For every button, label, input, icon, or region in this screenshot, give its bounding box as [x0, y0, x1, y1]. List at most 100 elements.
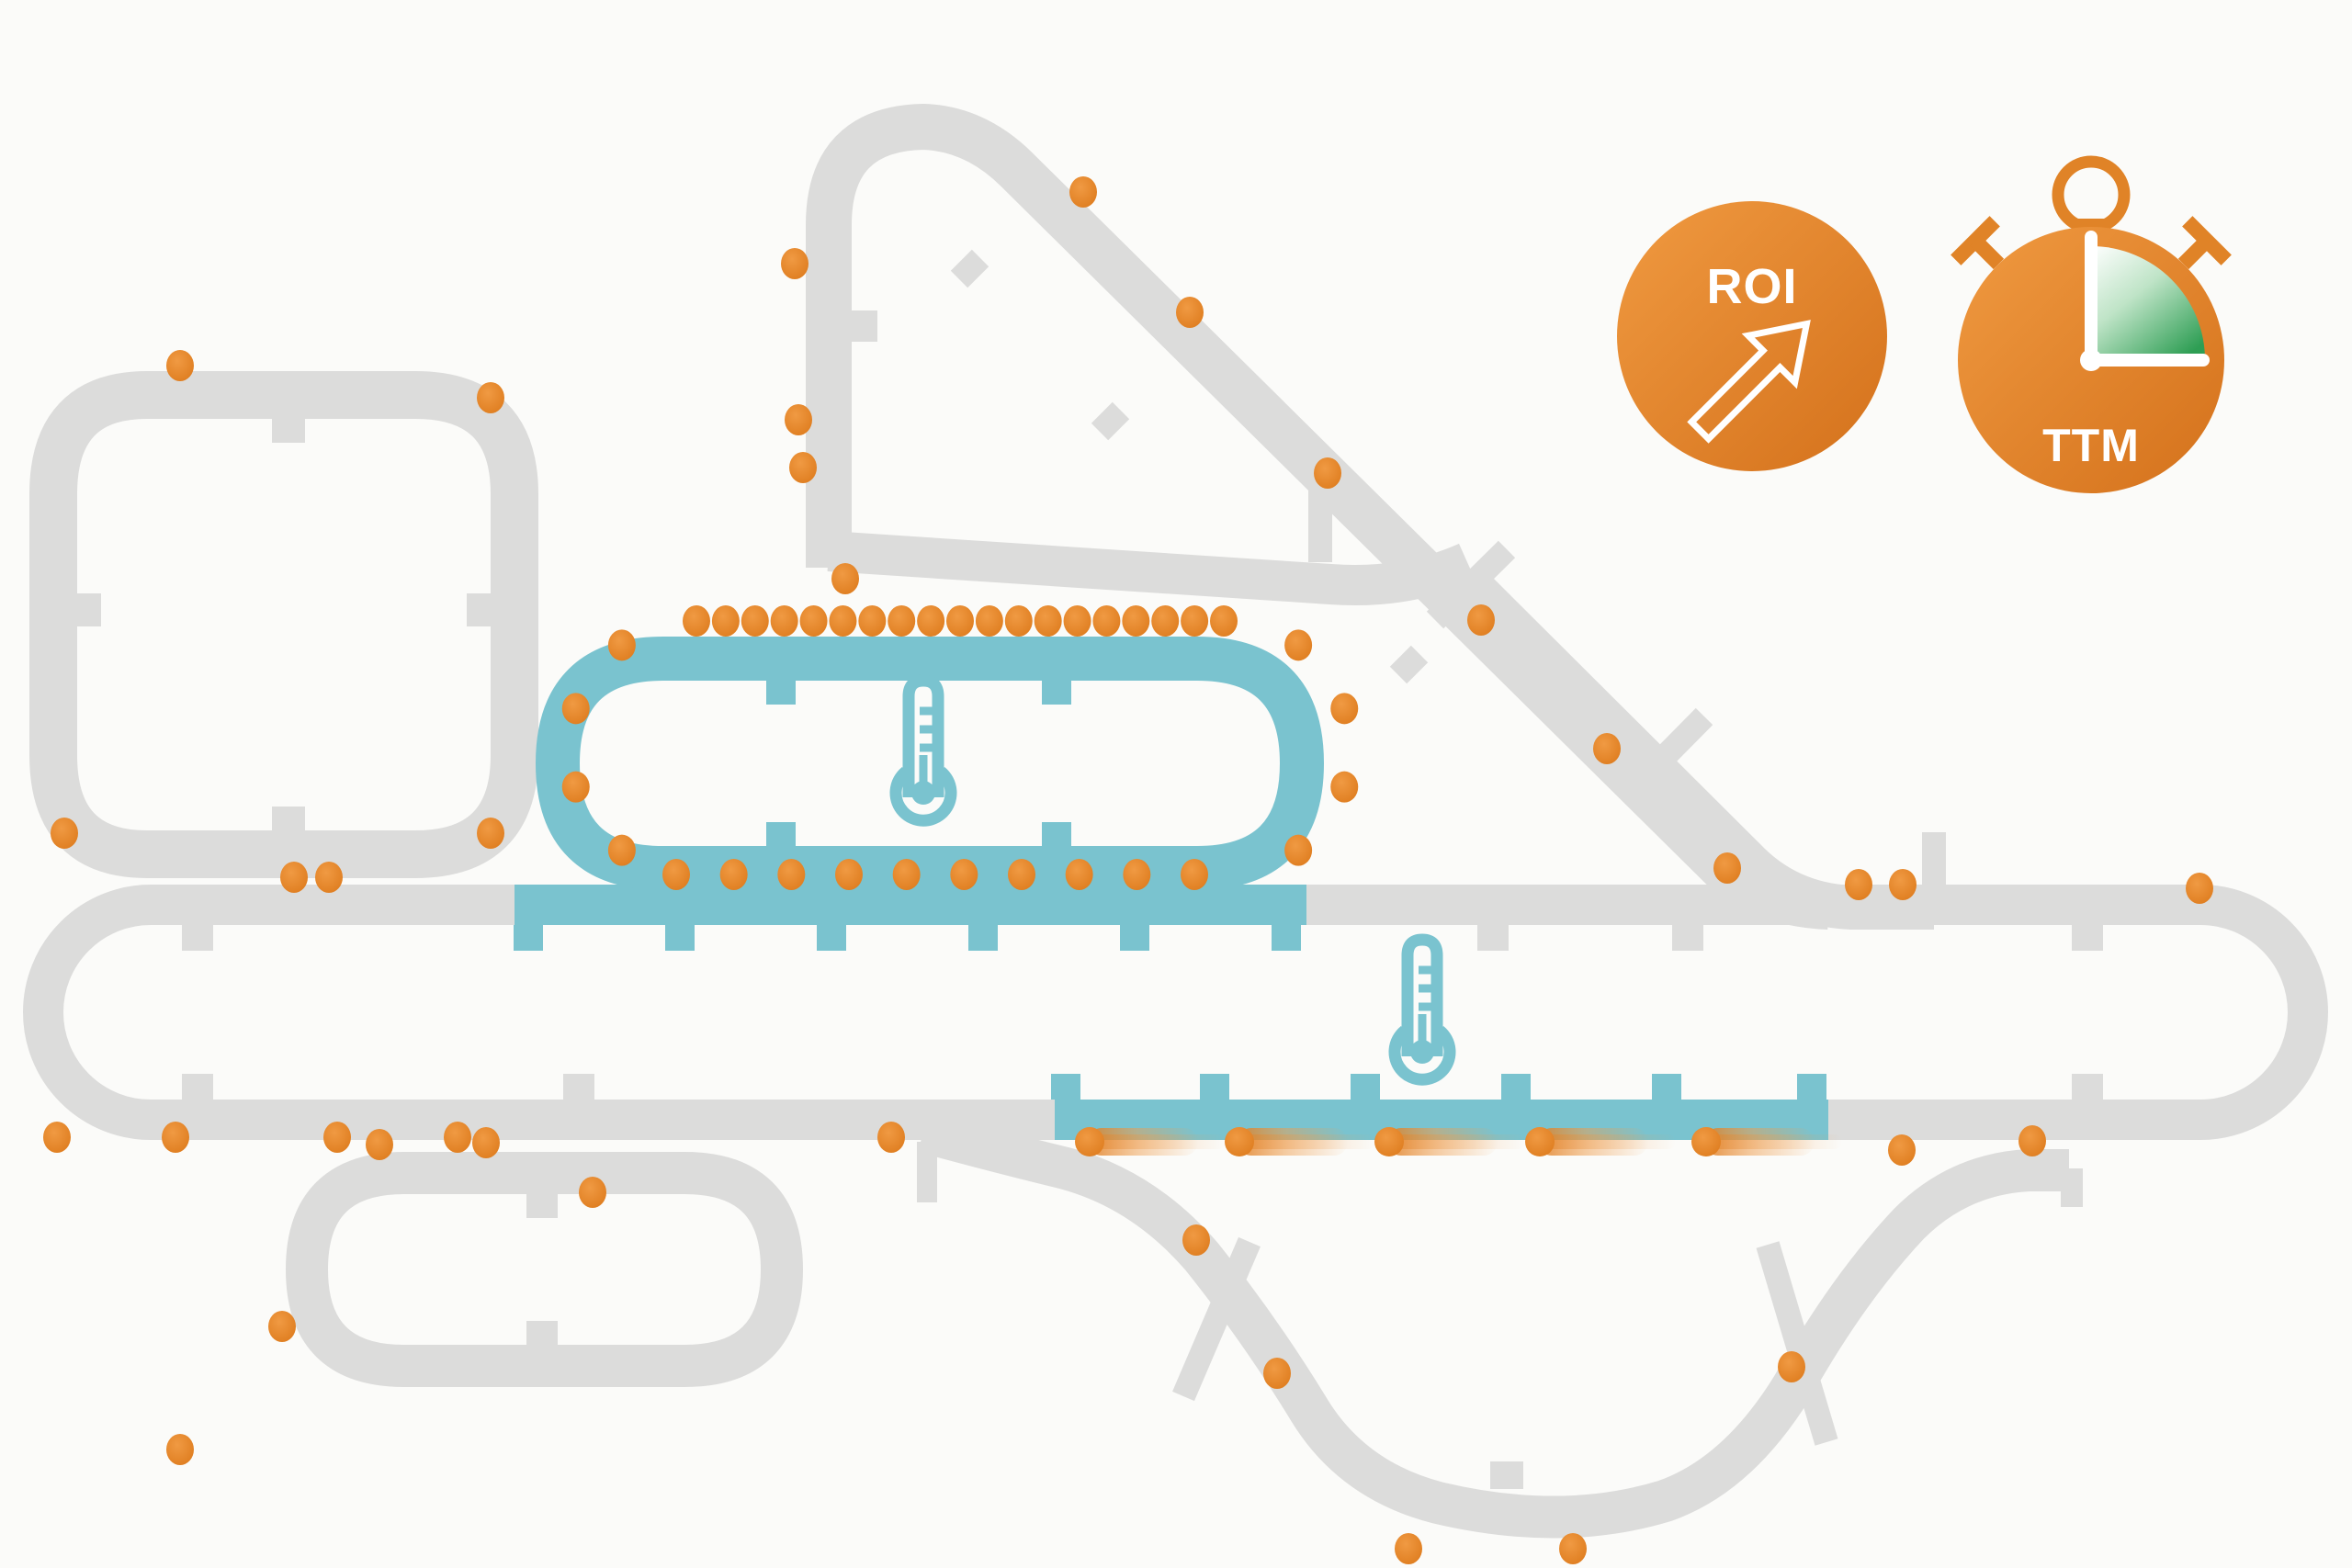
- speed-streak: [1075, 1127, 1226, 1156]
- carrier-dot: [561, 693, 590, 725]
- carrier-dot: [1467, 604, 1495, 636]
- carrier-dot: [781, 248, 808, 279]
- carrier-dot: [1122, 605, 1150, 637]
- stopwatch-ring: [2052, 155, 2131, 234]
- stopwatch-icon: [1951, 155, 2232, 493]
- stopwatch-pusher-left: [1951, 216, 2005, 270]
- carrier-dot: [166, 350, 194, 381]
- switch-crossing-marks: [950, 249, 1838, 1446]
- carrier-dot: [1395, 1533, 1422, 1564]
- carrier-dots: [43, 176, 2213, 1564]
- station-ticks-gray: [75, 417, 2103, 1489]
- carrier-dot: [741, 605, 769, 637]
- carrier-dot: [1593, 733, 1621, 764]
- carrier-dot: [829, 605, 857, 637]
- heated-line-segment-upper: [514, 885, 1306, 925]
- carrier-dot: [1284, 834, 1313, 866]
- carrier-dot: [683, 605, 710, 637]
- carrier-dot: [1713, 852, 1741, 884]
- carrier-dot: [1314, 457, 1341, 489]
- carrier-dot: [1069, 176, 1097, 208]
- roi-label: ROI: [1706, 259, 1797, 314]
- carrier-dot: [1176, 297, 1204, 328]
- carrier-dot: [607, 629, 636, 661]
- thermometer-icon: [896, 681, 951, 820]
- carrier-dot: [1210, 605, 1238, 637]
- carrier-dot: [1034, 605, 1062, 637]
- carrier-dot: [1888, 1134, 1916, 1166]
- carrier-dot: [888, 605, 916, 637]
- carrier-dot: [892, 859, 921, 890]
- carrier-dot: [607, 834, 636, 866]
- carrier-dot: [444, 1122, 471, 1153]
- carrier-dot: [1008, 859, 1035, 890]
- carrier-dot: [1182, 1224, 1210, 1256]
- speed-streaks: [1075, 1127, 1842, 1156]
- carrier-dot: [1151, 605, 1180, 637]
- left-square-loop: [28, 371, 538, 878]
- carrier-dot: [835, 859, 863, 890]
- carrier-dot: [2018, 1125, 2046, 1156]
- carrier-dot: [777, 859, 806, 890]
- carrier-dot: [1123, 859, 1151, 890]
- thermometer-icon: [1395, 940, 1450, 1079]
- carrier-dot: [789, 452, 817, 483]
- main-line-loop: [23, 885, 2328, 1140]
- bypass-dip-track: [917, 1111, 2069, 1539]
- carrier-dot: [561, 771, 590, 803]
- carrier-dot: [280, 862, 308, 893]
- top-loop-bottom-edge: [827, 531, 1476, 605]
- roi-badge: ROI: [1617, 201, 1887, 471]
- carrier-dot: [785, 404, 812, 435]
- carrier-dot: [366, 1129, 393, 1160]
- carrier-dot: [858, 605, 887, 637]
- stopwatch-hands: [2085, 231, 2210, 367]
- diagonal-siding: [1454, 570, 1934, 930]
- carrier-dot: [946, 605, 974, 637]
- carrier-dot: [1284, 629, 1313, 661]
- carrier-dot: [917, 605, 945, 637]
- gray-track-network: [23, 103, 2328, 1539]
- arrow-up-right-icon: [1687, 320, 1811, 444]
- stopwatch-dial-quarter: [2091, 246, 2205, 360]
- carrier-dot: [799, 605, 828, 637]
- bottom-left-oval-loop: [285, 1152, 804, 1387]
- station-ticks-blue: [514, 681, 1826, 1100]
- carrier-dot: [472, 1127, 500, 1158]
- carrier-dot: [1778, 1351, 1805, 1382]
- carrier-dot: [1065, 859, 1093, 890]
- carrier-dot: [1330, 771, 1359, 803]
- carrier-dot: [579, 1177, 606, 1208]
- carrier-dot: [166, 1434, 194, 1465]
- carrier-dot: [1559, 1533, 1587, 1564]
- carrier-dot: [1063, 605, 1091, 637]
- carrier-dot: [662, 859, 690, 890]
- carrier-dot: [315, 862, 343, 893]
- stopwatch-pusher-right: [2177, 216, 2232, 270]
- carrier-dot: [877, 1122, 905, 1153]
- carrier-dot: [1181, 859, 1208, 890]
- carrier-dot: [1092, 605, 1121, 637]
- stopwatch-center-dot: [2080, 349, 2102, 371]
- carrier-dot: [2186, 873, 2213, 904]
- speed-streak: [1691, 1127, 1842, 1156]
- track-end-caps: [852, 310, 2083, 1207]
- carrier-dot: [1181, 605, 1209, 637]
- carrier-dot: [719, 859, 748, 890]
- carrier-dot: [477, 818, 504, 849]
- carrier-dot: [711, 605, 740, 637]
- carrier-dot: [1263, 1358, 1291, 1389]
- carrier-dot: [162, 1122, 189, 1153]
- carrier-dot: [1889, 869, 1917, 900]
- carrier-dot: [1845, 869, 1872, 900]
- carrier-dot: [1004, 605, 1033, 637]
- speed-streak: [1225, 1127, 1375, 1156]
- carrier-dot: [975, 605, 1003, 637]
- carrier-dot: [950, 859, 978, 890]
- ttm-label: TTM: [2042, 420, 2140, 471]
- carrier-dot: [323, 1122, 351, 1153]
- carrier-dot: [831, 563, 859, 594]
- carrier-dot: [43, 1122, 71, 1153]
